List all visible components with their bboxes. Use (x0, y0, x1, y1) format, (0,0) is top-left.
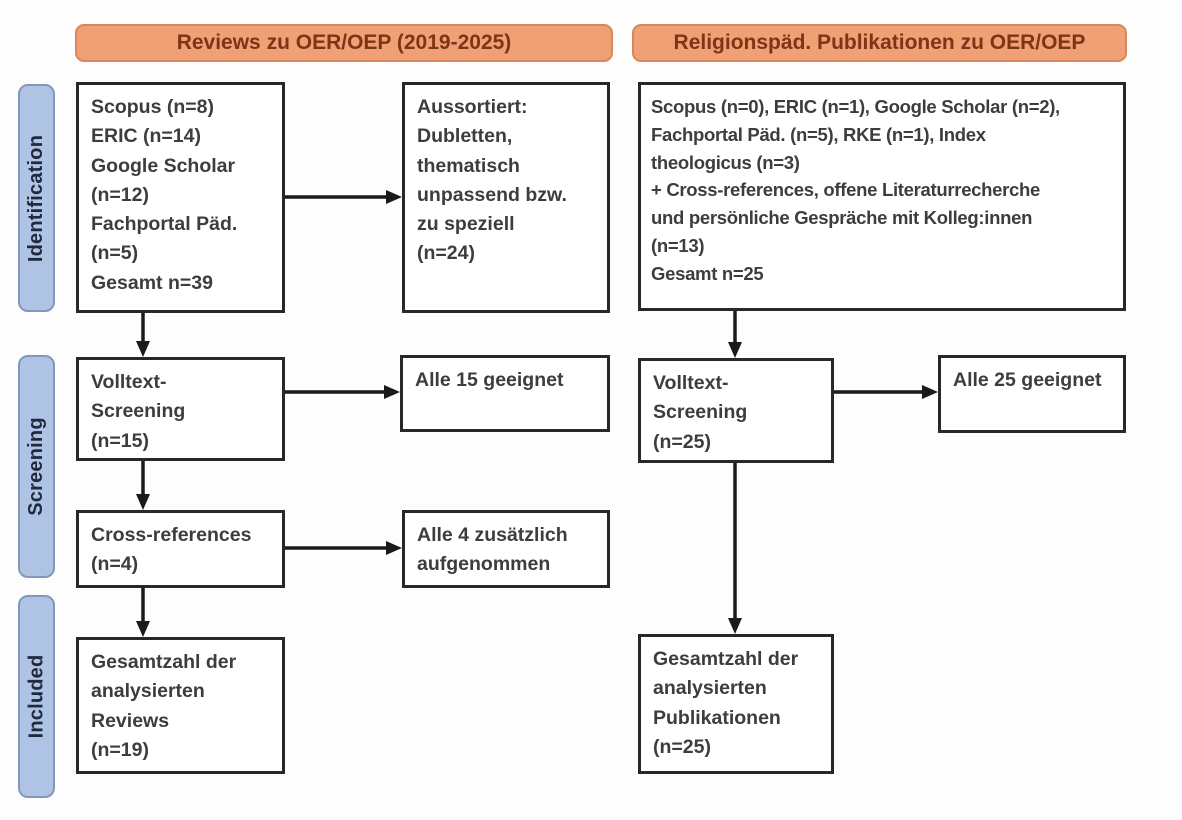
box-left-excluded: Aussortiert: Dubletten, thematisch unpas… (402, 82, 610, 313)
box-right-included-total: Gesamtzahl der analysierten Publikatione… (638, 634, 834, 774)
stage-label-identification-text: Identification (25, 134, 47, 262)
box-left-fulltext-screening: Volltext- Screening (n=15) (76, 357, 285, 461)
box-right-identification-sources: Scopus (n=0), ERIC (n=1), Google Scholar… (638, 82, 1126, 311)
box-right-fulltext-screening: Volltext- Screening (n=25) (638, 358, 834, 463)
stage-label-included: Included (18, 595, 55, 798)
arrow-right-fulltext-to-result (834, 385, 938, 399)
box-left-included-total: Gesamtzahl der analysierten Reviews (n=1… (76, 637, 285, 774)
header-right-publications: Religionspäd. Publikationen zu OER/OEP (632, 24, 1127, 62)
stage-label-identification: Identification (18, 84, 55, 312)
box-left-crossref-result: Alle 4 zusätzlich aufgenommen (402, 510, 610, 588)
arrow-left-sources-down (136, 313, 150, 357)
arrow-left-sources-to-excluded (285, 190, 402, 204)
stage-label-screening-text: Screening (25, 417, 47, 516)
box-left-crossreferences: Cross-references (n=4) (76, 510, 285, 588)
header-left-reviews: Reviews zu OER/OEP (2019-2025) (75, 24, 613, 62)
box-left-identification-sources: Scopus (n=8) ERIC (n=14) Google Scholar … (76, 82, 285, 313)
arrow-left-crossref-to-result (285, 541, 402, 555)
arrow-right-sources-down (728, 311, 742, 358)
arrow-left-crossref-down (136, 588, 150, 637)
arrow-left-fulltext-to-result (285, 385, 400, 399)
stage-label-included-text: Included (25, 654, 48, 739)
stage-label-screening: Screening (18, 355, 55, 578)
box-right-fulltext-result: Alle 25 geeignet (938, 355, 1126, 433)
arrow-left-fulltext-down (136, 461, 150, 510)
arrow-right-fulltext-down (728, 463, 742, 634)
box-left-fulltext-result: Alle 15 geeignet (400, 355, 610, 432)
